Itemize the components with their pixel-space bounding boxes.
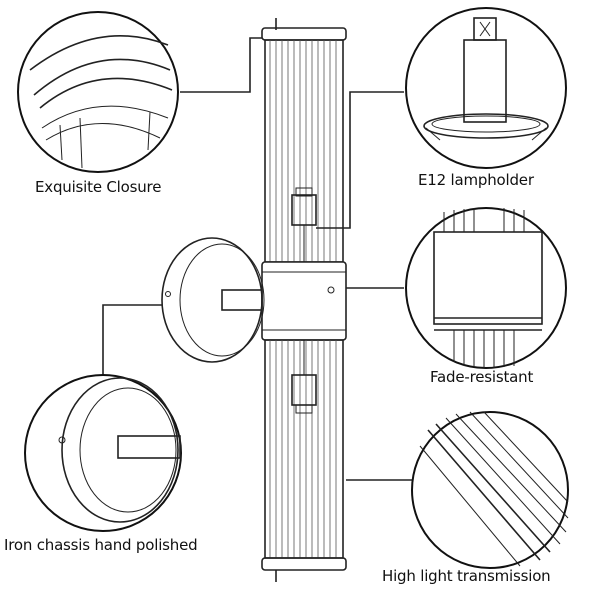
- lampholder-leader: [316, 91, 404, 229]
- lampholder-detail: [405, 7, 567, 169]
- mounting-arm: [221, 289, 263, 311]
- top-cap: [261, 27, 347, 41]
- transmission-detail: [411, 411, 569, 569]
- label-iron-chassis: Iron chassis hand polished: [4, 536, 198, 554]
- label-fade-resistant: Fade-resistant: [430, 368, 534, 386]
- bottom-cap: [261, 557, 347, 571]
- center-band: [261, 261, 347, 341]
- label-e12-lampholder: E12 lampholder: [418, 171, 534, 189]
- label-exquisite-closure: Exquisite Closure: [35, 178, 162, 196]
- chassis-leader: [102, 304, 162, 375]
- lower-glass-rods: [269, 340, 337, 558]
- chassis-detail: [24, 374, 182, 532]
- wall-plate: [161, 237, 263, 363]
- label-high-light-transmission: High light transmission: [382, 567, 551, 585]
- lamp-fixture: [161, 18, 347, 582]
- fade-detail: [405, 207, 567, 369]
- callout-lines: [102, 37, 414, 481]
- closure-detail: [17, 11, 179, 173]
- closure-leader: [180, 37, 262, 93]
